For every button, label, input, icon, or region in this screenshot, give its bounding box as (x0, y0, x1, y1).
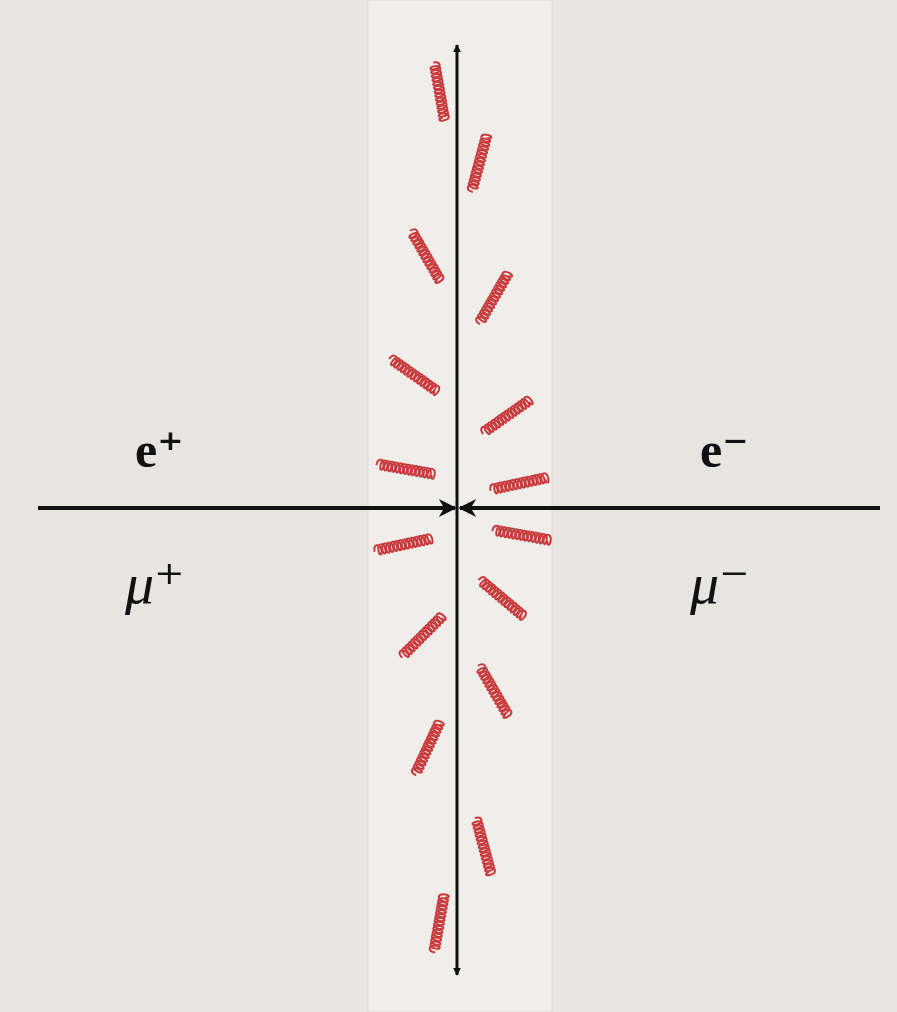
incoming-positive-beam (38, 506, 455, 510)
outgoing-jets (456, 45, 459, 975)
particle-label: μ⁻ (690, 555, 750, 613)
particle-label: e⁻ (700, 425, 749, 475)
particle-label: μ⁺ (125, 555, 185, 613)
particle-label: e⁺ (135, 425, 184, 475)
incoming-negative-beam (460, 506, 880, 510)
